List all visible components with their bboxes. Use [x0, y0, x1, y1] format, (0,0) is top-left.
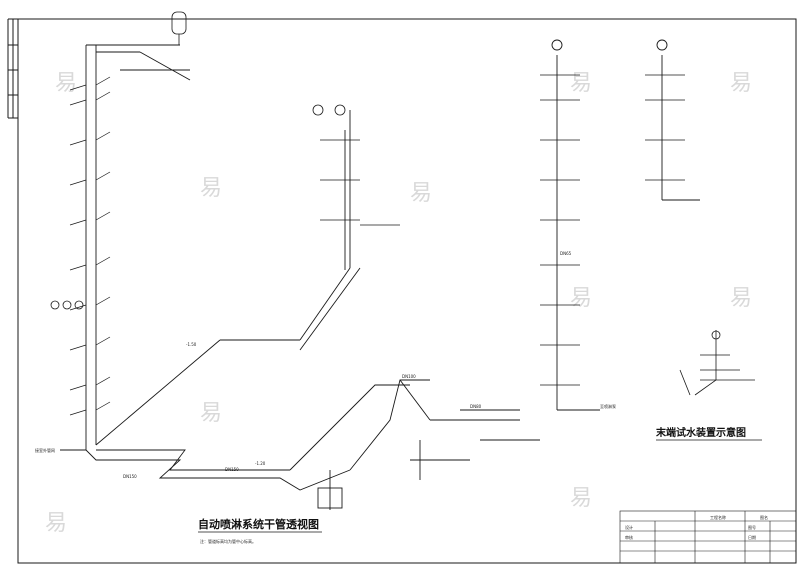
branch-stub	[95, 256, 111, 266]
right-risers	[551, 39, 700, 411]
branch-stub	[95, 376, 111, 386]
drawing-note: 注：管道标高均为管中心标高。	[200, 538, 256, 544]
watermark-glyph: 易	[570, 286, 592, 311]
title-block-cell: 图名	[760, 514, 768, 520]
title-block-cell: 审核	[625, 534, 633, 540]
branch-stub	[69, 304, 87, 311]
water-tank	[171, 11, 187, 45]
branch-stub	[69, 219, 87, 226]
right-branch-pipes	[540, 74, 685, 386]
branch-stub	[69, 384, 87, 391]
branch-stub	[69, 139, 87, 146]
end-test-device	[679, 330, 755, 396]
branch-stub	[95, 336, 111, 346]
side-title: 末端试水装置示意图	[656, 426, 746, 439]
branch-stub	[95, 76, 111, 86]
watermark-glyph: 易	[200, 401, 222, 426]
branch-stub	[69, 344, 87, 351]
pipe-labels: DN150 DN150 -1.20 -1.50 DN100 DN80 DN65 …	[35, 251, 616, 479]
title-block-text: 工程名称 图名 设计 审核 图号 日期	[625, 514, 768, 540]
main-title: 自动喷淋系统干管透视图	[198, 517, 319, 531]
title-block-cell: 图号	[748, 524, 756, 530]
pipe-network	[60, 44, 540, 510]
note-label: 接室外管网	[35, 447, 55, 453]
middle-riser-group	[50, 104, 400, 310]
branch-stub	[95, 211, 111, 221]
branch-pipes	[69, 76, 111, 416]
pipe-size-label: DN65	[560, 251, 572, 256]
title-block-cell: 日期	[748, 534, 756, 540]
pipe-size-label: DN100	[402, 374, 416, 379]
pipe-size-label: DN80	[470, 404, 482, 409]
watermark-glyph: 易	[200, 176, 222, 201]
pipe-size-label: DN150	[123, 474, 137, 479]
sheet-border	[7, 18, 797, 564]
branch-stub	[69, 99, 87, 106]
branch-stub	[95, 131, 111, 141]
title-block-cell: 设计	[625, 524, 633, 530]
watermark-glyph: 易	[570, 71, 592, 96]
branch-stub	[95, 296, 111, 306]
branch-stub	[69, 409, 87, 416]
watermark-glyph: 易	[410, 181, 432, 206]
branch-stub	[95, 171, 111, 181]
branch-stub	[95, 91, 111, 101]
elevation-label: -1.50	[186, 342, 197, 347]
watermark-glyph: 易	[730, 71, 752, 96]
title-block	[619, 510, 797, 564]
watermark-glyph: 易	[55, 71, 77, 96]
branch-stub	[69, 84, 87, 91]
pipe-size-label: DN150	[225, 467, 239, 472]
branch-stub	[95, 401, 111, 411]
note-label: 至喷淋泵	[600, 403, 616, 409]
watermark-glyph: 易	[45, 511, 67, 536]
watermark-glyph: 易	[570, 486, 592, 511]
title-block-cell: 工程名称	[710, 514, 726, 520]
watermark-layer: 易 易 易 易 易 易 易 易 易 易	[45, 71, 752, 536]
watermark-glyph: 易	[730, 286, 752, 311]
elevation-label: -1.20	[255, 461, 266, 466]
branch-stub	[69, 264, 87, 271]
branch-stub	[69, 179, 87, 186]
